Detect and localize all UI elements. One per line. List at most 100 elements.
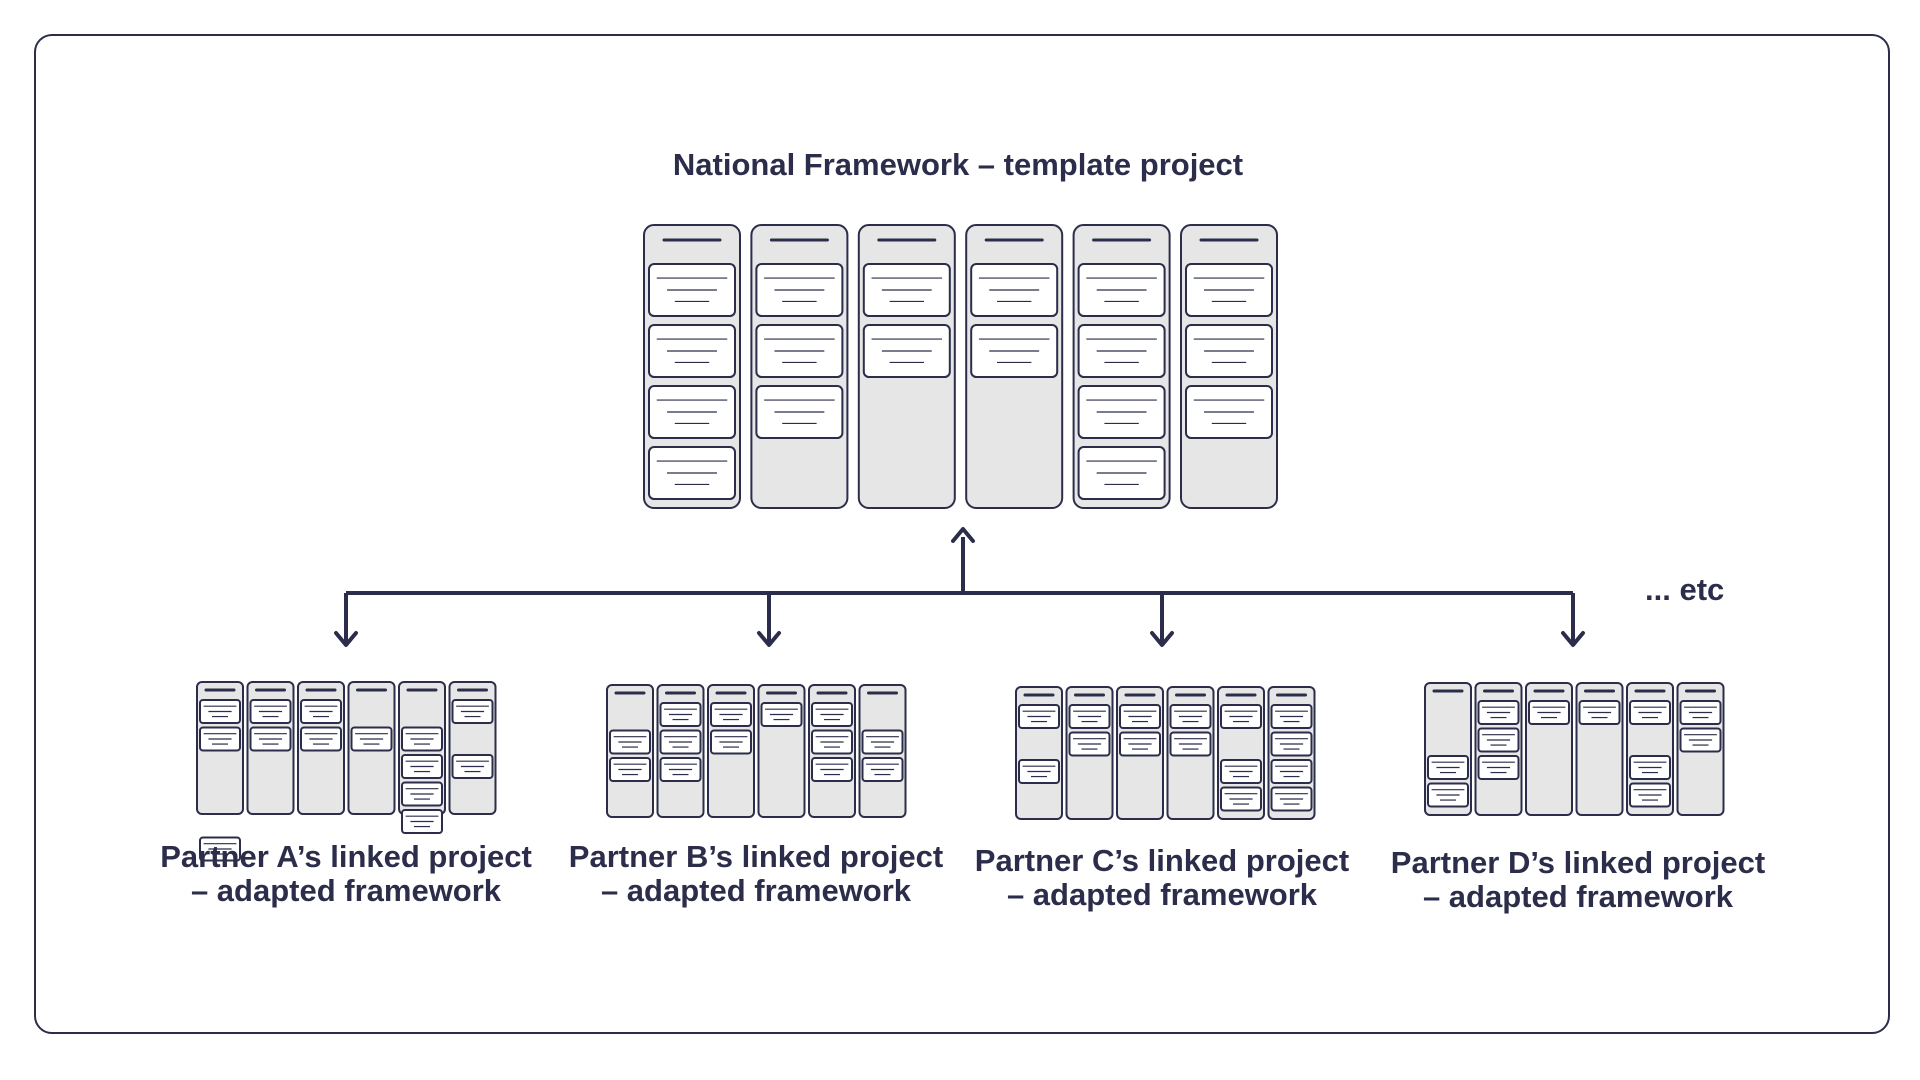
partner-card — [1018, 704, 1060, 729]
partner-card — [1270, 731, 1313, 757]
partner-card — [199, 699, 241, 724]
partner-card — [1220, 704, 1262, 729]
partner-column — [246, 681, 295, 815]
partner-column — [707, 684, 755, 818]
partner-caption: Partner C’s linked project– adapted fram… — [975, 843, 1349, 912]
connector-branches — [334, 593, 1585, 647]
partner-card — [1528, 700, 1570, 725]
partner-board — [196, 681, 497, 862]
template-card — [648, 324, 736, 378]
template-card — [1077, 446, 1166, 500]
template-card — [970, 263, 1059, 317]
partner-card — [1018, 759, 1060, 784]
partner-column — [1267, 686, 1316, 820]
partner-card — [609, 729, 651, 755]
partner-card — [1220, 786, 1262, 812]
partner-column — [1626, 682, 1674, 816]
template-card — [1185, 263, 1273, 317]
partner-column — [1424, 682, 1472, 816]
partner-card — [1629, 755, 1671, 780]
partner-card — [199, 836, 241, 862]
template-card — [970, 324, 1059, 378]
etc-label: ... etc — [1645, 572, 1724, 607]
partner-card — [300, 699, 342, 724]
partner-card — [1169, 704, 1212, 729]
partner-column — [1217, 686, 1265, 820]
partner-card — [1119, 731, 1161, 757]
partner-card — [710, 702, 752, 727]
partner-card — [401, 809, 443, 834]
partner-card — [659, 702, 702, 727]
template-column — [965, 224, 1064, 509]
partner-card — [1578, 700, 1621, 725]
partner-card — [760, 702, 803, 727]
arrow-down-icon — [334, 631, 358, 647]
partner-card — [861, 729, 904, 755]
partner-card — [350, 726, 393, 752]
partner-board — [606, 684, 907, 818]
partner-column — [1166, 686, 1215, 820]
partner-card — [609, 757, 651, 782]
partner-card — [1477, 727, 1520, 753]
partner-column — [656, 684, 705, 818]
arrow-up-icon — [951, 527, 975, 543]
template-title: National Framework – template project — [673, 147, 1243, 182]
partner-column — [1676, 682, 1725, 816]
partner-caption-line1: Partner A’s linked project — [160, 839, 532, 874]
partner-caption-line1: Partner B’s linked project — [569, 839, 943, 874]
partner-card — [1068, 731, 1111, 757]
template-board — [643, 224, 1278, 509]
partner-card — [1270, 704, 1313, 729]
partner-caption: Partner A’s linked project– adapted fram… — [160, 839, 532, 908]
partner-card — [811, 757, 853, 782]
template-card — [648, 446, 736, 500]
template-column — [643, 224, 741, 509]
partner-card — [401, 726, 443, 752]
arrow-down-icon — [1150, 631, 1174, 647]
partner-caption: Partner B’s linked project– adapted fram… — [569, 839, 943, 908]
partner-card — [1477, 700, 1520, 725]
diagram-frame — [34, 34, 1890, 1034]
partner-card — [1068, 704, 1111, 729]
arrow-down-icon — [1561, 631, 1585, 647]
partner-card — [451, 754, 494, 779]
template-card — [648, 385, 736, 439]
partner-column — [297, 681, 345, 815]
partner-card — [659, 729, 702, 755]
partner-column — [1474, 682, 1523, 816]
partner-card — [1629, 782, 1671, 808]
arrow-down-icon — [757, 631, 781, 647]
template-card — [1185, 324, 1273, 378]
template-card — [755, 385, 844, 439]
template-column — [1072, 224, 1171, 509]
partner-caption-line2: – adapted framework — [1423, 879, 1734, 914]
partner-card — [1427, 782, 1469, 808]
partner-card — [401, 781, 443, 807]
partner-card — [1427, 755, 1469, 780]
template-column — [750, 224, 849, 509]
partner-card — [199, 726, 241, 752]
partner-column — [398, 681, 446, 834]
partner-board — [1424, 682, 1725, 816]
partner-column — [606, 684, 654, 818]
partner-card — [811, 702, 853, 727]
partner-caption-line1: Partner D’s linked project — [1391, 845, 1765, 880]
template-card — [862, 324, 951, 378]
partner-card — [1679, 700, 1722, 725]
partner-card — [811, 729, 853, 755]
template-card — [648, 263, 736, 317]
partner-card — [1477, 755, 1520, 780]
partner-card — [1629, 700, 1671, 725]
partner-card — [710, 729, 752, 755]
partner-column — [1575, 682, 1624, 816]
partner-caption-line1: Partner C’s linked project — [975, 843, 1349, 878]
partner-card — [451, 699, 494, 724]
partner-column — [858, 684, 907, 818]
branch-arrow — [1150, 593, 1174, 647]
template-card — [755, 263, 844, 317]
partner-column — [1525, 682, 1573, 816]
partner-caption: Partner D’s linked project– adapted fram… — [1391, 845, 1765, 914]
partner-card — [1679, 727, 1722, 753]
partner-column — [1015, 686, 1063, 820]
